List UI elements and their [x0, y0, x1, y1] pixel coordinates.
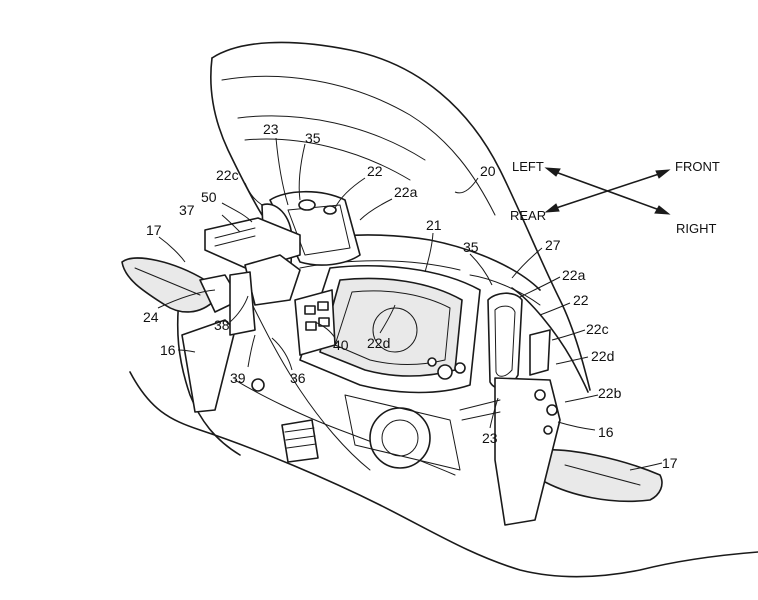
label-rear: REAR [510, 208, 546, 223]
label-24: 24 [143, 309, 159, 325]
label-22-top: 22 [367, 163, 383, 179]
right-mirror [537, 450, 662, 502]
label-27: 27 [545, 237, 561, 253]
label-22a-right: 22a [562, 267, 586, 283]
label-17-right: 17 [662, 455, 678, 471]
label-37: 37 [179, 202, 195, 218]
label-right: RIGHT [676, 221, 717, 236]
label-17-left: 17 [146, 222, 162, 238]
direction-arrows [546, 168, 669, 214]
label-16-right: 16 [598, 424, 614, 440]
label-22d-right: 22d [591, 348, 614, 364]
label-20: 20 [480, 163, 496, 179]
label-23-top: 23 [263, 121, 279, 137]
label-23-bottom: 23 [482, 430, 498, 446]
label-50: 50 [201, 189, 217, 205]
label-22a-top: 22a [394, 184, 418, 200]
label-22b: 22b [598, 385, 622, 401]
label-22d-center: 22d [367, 335, 390, 351]
label-front: FRONT [675, 159, 720, 174]
label-39: 39 [230, 370, 246, 386]
left-mirror [122, 258, 240, 312]
label-left: LEFT [512, 159, 544, 174]
instrument-panel [295, 266, 480, 393]
label-35-right: 35 [463, 239, 479, 255]
label-22-right: 22 [573, 292, 589, 308]
label-22c-right: 22c [586, 321, 609, 337]
label-40: 40 [333, 337, 349, 353]
right-fork-cover [460, 378, 560, 525]
label-22c-top: 22c [216, 167, 239, 183]
label-36: 36 [290, 370, 306, 386]
label-38: 38 [214, 317, 230, 333]
label-21: 21 [426, 217, 442, 233]
direction-labels: LEFT FRONT REAR RIGHT [510, 159, 720, 236]
label-35-top: 35 [305, 130, 321, 146]
label-16-left: 16 [160, 342, 176, 358]
